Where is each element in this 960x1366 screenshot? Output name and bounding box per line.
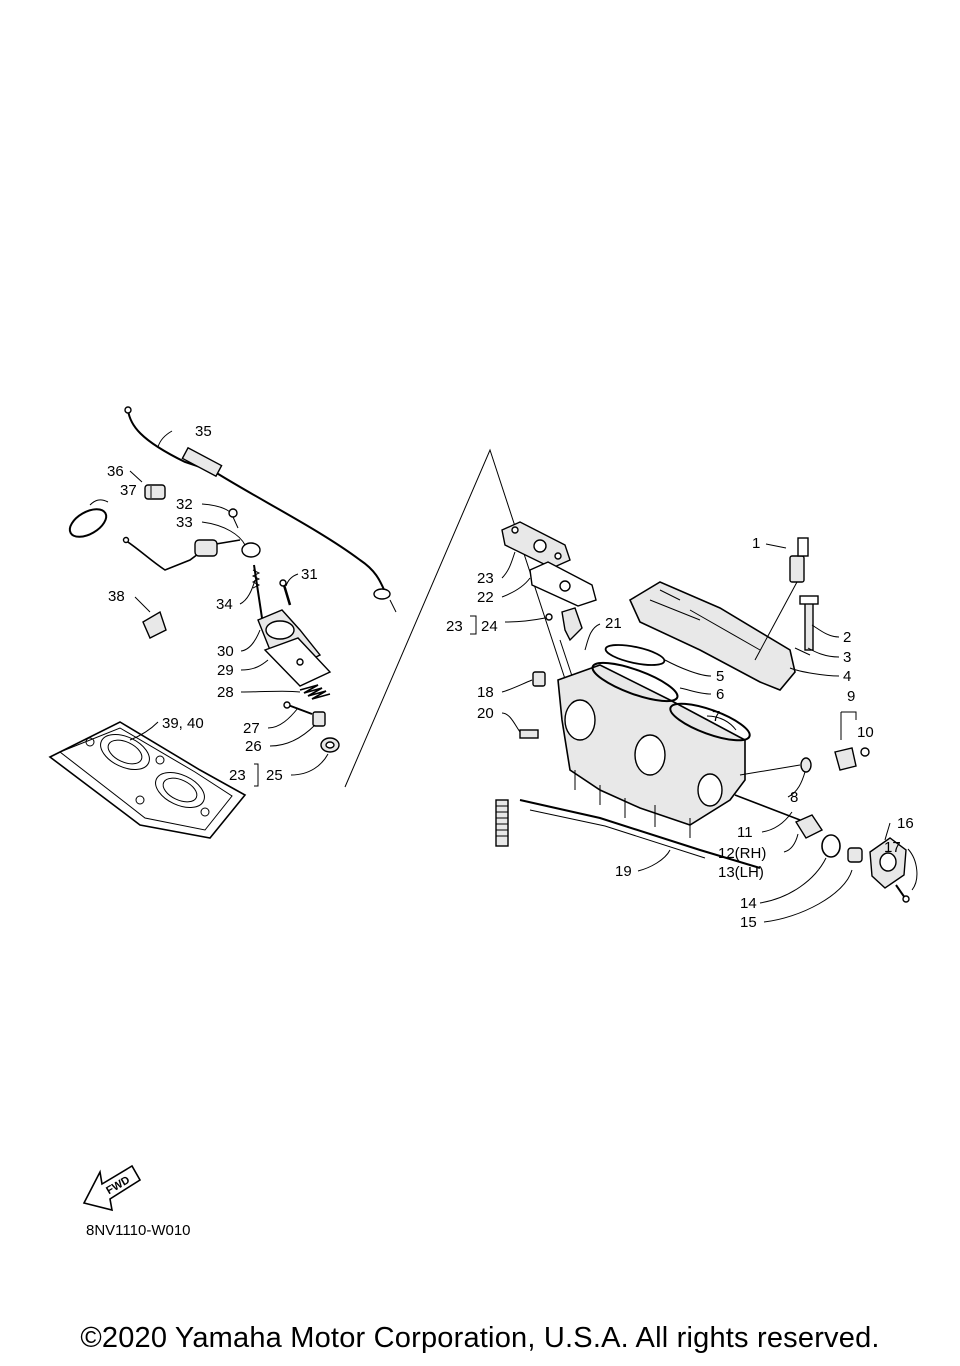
bolt-31 xyxy=(279,579,292,606)
callout-20: 20 xyxy=(477,705,494,722)
callout-28: 28 xyxy=(217,684,234,701)
callout-26: 26 xyxy=(245,738,262,755)
callout-33: 33 xyxy=(176,514,193,531)
washer-3 xyxy=(794,647,811,656)
callout-2: 2 xyxy=(843,629,851,646)
cap-12-13 xyxy=(794,814,824,839)
callout-12: 12(RH) xyxy=(718,845,766,862)
callout-3: 3 xyxy=(843,649,851,666)
callout-34: 34 xyxy=(216,596,233,613)
callout-13: 13(LH) xyxy=(718,864,764,881)
drawing-code: 8NV1110-W010 xyxy=(86,1222,191,1239)
sensor-9-10 xyxy=(834,747,870,771)
spark-plug-1 xyxy=(754,537,809,661)
gasket-22 xyxy=(529,561,597,607)
cylinder-block xyxy=(557,664,746,838)
valve-26 xyxy=(312,711,326,727)
assembly-divider-line xyxy=(344,448,586,788)
rod-34 xyxy=(251,564,263,619)
plug-18 xyxy=(532,671,546,687)
gasket-19 xyxy=(519,799,761,869)
callout-10: 10 xyxy=(857,724,874,741)
cable-35 xyxy=(124,406,397,613)
callout-18: 18 xyxy=(477,684,494,701)
stud-lower xyxy=(495,799,509,847)
o-rings-5-6-7 xyxy=(591,644,751,742)
callout-22: 22 xyxy=(477,589,494,606)
callout-35: 35 xyxy=(195,423,212,440)
gasket-29 xyxy=(263,637,332,687)
callout-23-bottom: 23 xyxy=(229,767,246,784)
screw-27 xyxy=(283,701,313,715)
callout-16: 16 xyxy=(897,815,914,832)
stud-20 xyxy=(519,729,539,739)
callout-labels: 1 2 3 4 5 6 7 8 9 10 11 12(RH) 13(LH) 14… xyxy=(107,423,914,931)
callout-14: 14 xyxy=(740,895,757,912)
callout-6: 6 xyxy=(716,686,724,703)
cover-16 xyxy=(869,837,907,889)
callout-30: 30 xyxy=(217,643,234,660)
callout-23-top: 23 xyxy=(477,570,494,587)
collar-15 xyxy=(847,847,863,863)
callout-4: 4 xyxy=(843,668,851,685)
sensor-33 xyxy=(122,536,261,571)
callout-8: 8 xyxy=(790,789,798,806)
clamp-36 xyxy=(144,484,166,500)
callout-38: 38 xyxy=(108,588,125,605)
screw-32 xyxy=(228,508,239,529)
callout-5: 5 xyxy=(716,668,724,685)
head-cover-4 xyxy=(628,581,796,691)
callout-19: 19 xyxy=(615,863,632,880)
callout-25: 25 xyxy=(266,767,283,784)
cover-plate-23 xyxy=(501,521,571,569)
callout-7: 7 xyxy=(712,708,720,725)
screw-17 xyxy=(895,884,910,903)
callout-32: 32 xyxy=(176,496,193,513)
fwd-arrow-icon: FWD xyxy=(82,1164,142,1212)
callout-17: 17 xyxy=(884,839,901,856)
spring-28 xyxy=(299,684,331,700)
washer-8 xyxy=(739,757,812,776)
bolt-2 xyxy=(799,595,819,651)
band-37 xyxy=(68,499,109,538)
leader-lines xyxy=(129,430,918,923)
callout-31: 31 xyxy=(301,566,318,583)
ring-14 xyxy=(821,834,841,858)
callout-15: 15 xyxy=(740,914,757,931)
gasket-kit-39-40 xyxy=(48,721,247,839)
callout-23-mid: 23 xyxy=(446,618,463,635)
callout-1: 1 xyxy=(752,535,760,552)
bracket-38 xyxy=(142,610,167,639)
callout-36: 36 xyxy=(107,463,124,480)
callout-21: 21 xyxy=(605,615,622,632)
callout-9: 9 xyxy=(847,688,855,705)
callout-24: 24 xyxy=(481,618,498,635)
callout-37: 37 xyxy=(120,482,137,499)
pin-24 xyxy=(545,613,553,621)
callout-11: 11 xyxy=(737,824,753,841)
seal-25 xyxy=(320,737,340,753)
copyright-notice: ©2020 Yamaha Motor Corporation, U.S.A. A… xyxy=(80,1322,880,1354)
callout-27: 27 xyxy=(243,720,260,737)
callout-39-40: 39, 40 xyxy=(162,715,204,732)
valve-21 xyxy=(559,607,583,701)
callout-29: 29 xyxy=(217,662,234,679)
